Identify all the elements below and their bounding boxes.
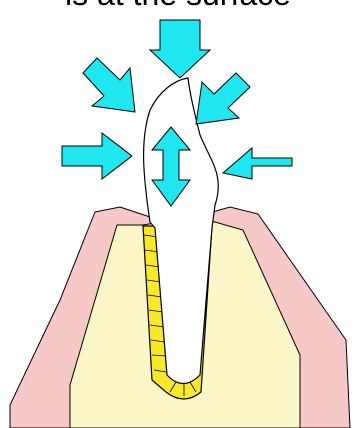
arrow-down-icon xyxy=(150,20,210,78)
arrow-right-icon xyxy=(62,133,132,179)
arrow-down-left-icon xyxy=(196,73,250,124)
arrow-down-right-icon xyxy=(83,58,135,112)
arrow-left-icon xyxy=(223,148,292,179)
